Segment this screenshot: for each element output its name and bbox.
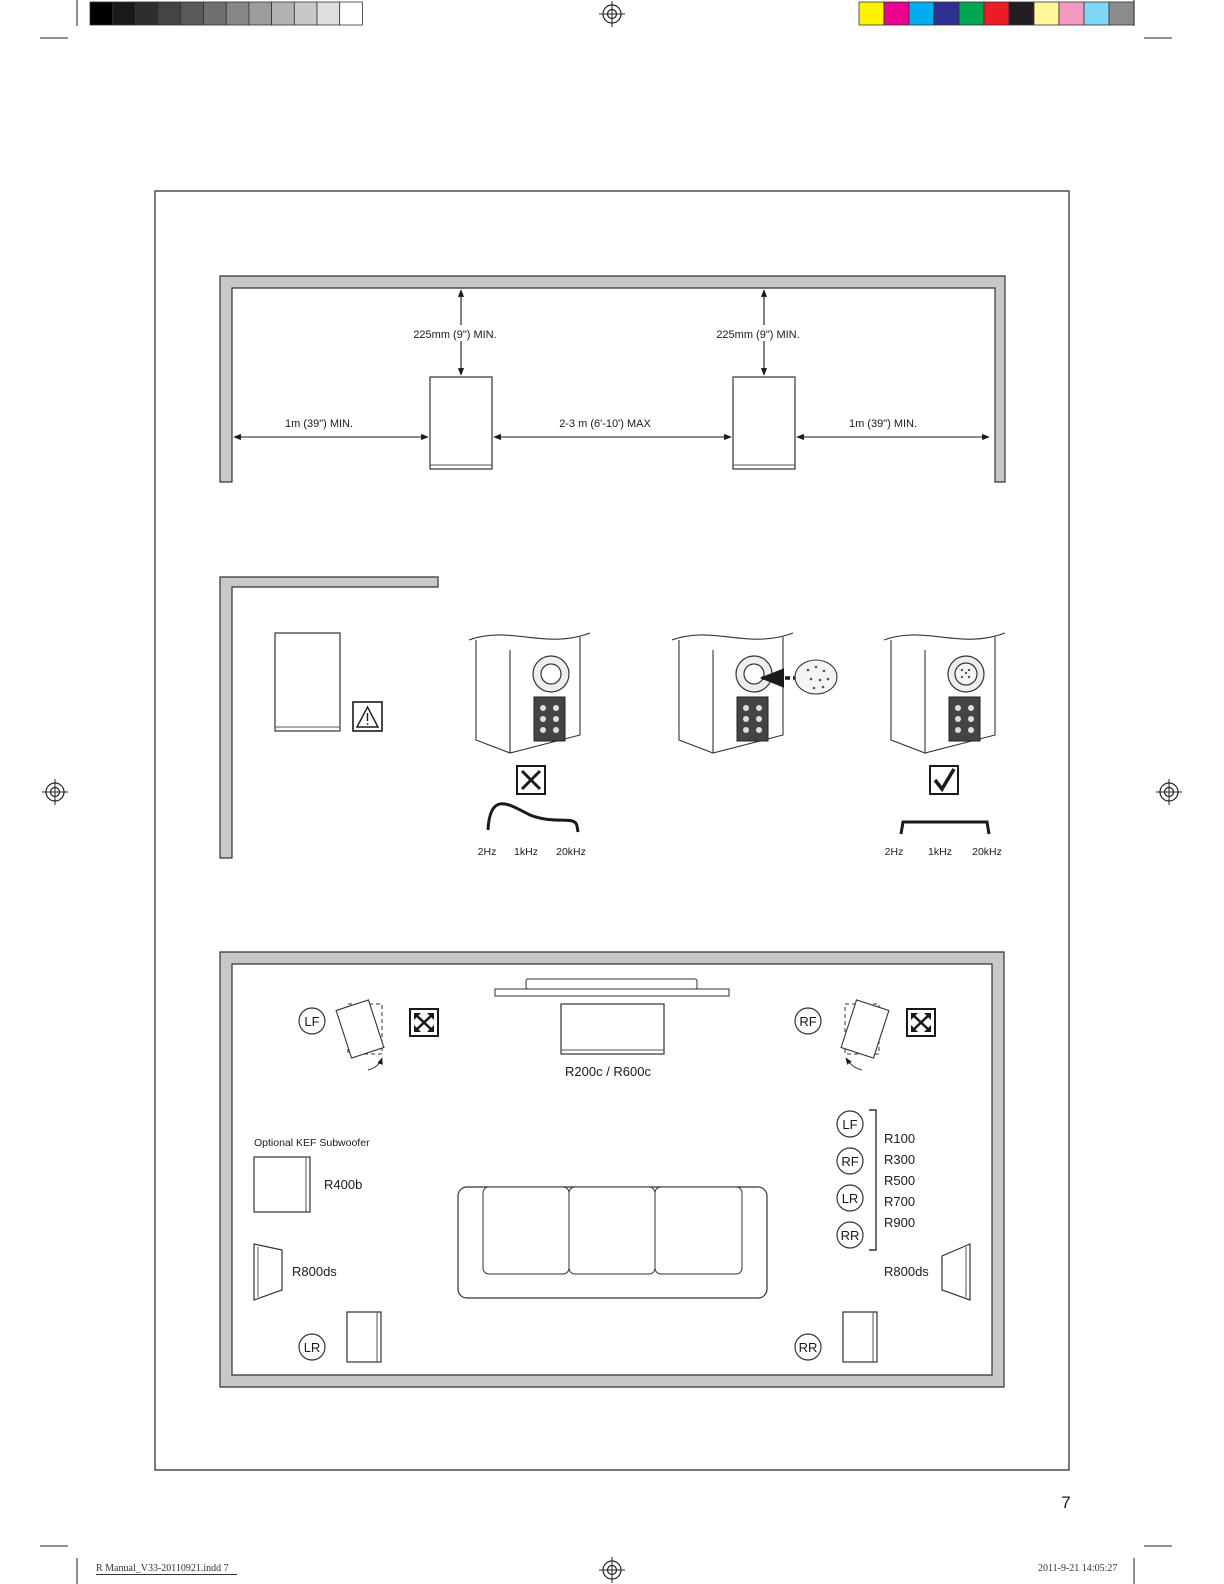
freq-right-high: 20kHz — [972, 846, 1002, 858]
subwoofer-box — [254, 1157, 310, 1212]
expand-icon — [907, 1009, 935, 1036]
color-calibration-bar — [859, 2, 1134, 25]
color-swatch — [1059, 2, 1084, 25]
lr-label: LR — [304, 1340, 321, 1355]
centre-model-label: R200c / R600c — [565, 1064, 651, 1079]
foam-bung-icon — [795, 660, 837, 694]
model-r900: R900 — [884, 1215, 915, 1230]
left-gap-label: 1m (39") MIN. — [285, 418, 353, 430]
freq-right-mid: 1kHz — [928, 846, 952, 858]
color-swatch — [90, 2, 113, 25]
subwoofer-caption: Optional KEF Subwoofer — [254, 1137, 370, 1149]
centre-speaker — [561, 1004, 664, 1054]
color-swatch — [934, 2, 959, 25]
freq-left-mid: 1kHz — [514, 846, 538, 858]
color-swatch — [135, 2, 158, 25]
left-speaker-topview — [430, 377, 492, 469]
wall-outline — [220, 276, 1005, 482]
freq-right-low: 2Hz — [885, 846, 904, 858]
key-lr-label: LR — [842, 1191, 859, 1206]
rr-label: RR — [799, 1340, 818, 1355]
center-gap-label: 2-3 m (6'-10') MAX — [559, 418, 651, 430]
home-theatre-layout-diagram: R200c / R600c LF RF — [220, 952, 1004, 1387]
speaker-back-bung-fitted — [884, 633, 1005, 753]
page-number: 7 — [1061, 1493, 1070, 1512]
flat-response-curve — [901, 822, 989, 834]
right-dipole-label: R800ds — [884, 1264, 929, 1279]
rr-speaker — [843, 1312, 877, 1362]
corner-speaker-topview — [275, 633, 340, 731]
color-swatch — [984, 2, 1009, 25]
left-dipole-label: R800ds — [292, 1264, 337, 1279]
color-swatch — [272, 2, 295, 25]
color-swatch — [181, 2, 204, 25]
tv-screen — [495, 989, 729, 996]
lf-toe-in-arrow — [368, 1058, 382, 1070]
key-rf-label: RF — [841, 1154, 858, 1169]
sofa — [458, 1187, 767, 1298]
model-r700: R700 — [884, 1194, 915, 1209]
lf-speaker-toed-in — [336, 1000, 384, 1058]
gray-calibration-bar — [90, 2, 362, 25]
print-marks — [40, 0, 1182, 1584]
color-swatch — [317, 2, 340, 25]
color-swatch — [859, 2, 884, 25]
top-left-gap-label: 225mm (9") MIN. — [413, 329, 496, 341]
placement-distances-diagram: 225mm (9") MIN. 225mm (9") MIN. 1m (39")… — [220, 276, 1005, 482]
color-swatch — [113, 2, 136, 25]
right-gap-label: 1m (39") MIN. — [849, 418, 917, 430]
port-bung-diagram: 2Hz 1kHz 20kHz — [220, 577, 1005, 858]
footer-timestamp: 2011-9-21 14:05:27 — [1038, 1563, 1117, 1574]
lf-label: LF — [304, 1014, 319, 1029]
color-swatch — [1034, 2, 1059, 25]
color-swatch — [884, 2, 909, 25]
key-bracket — [869, 1110, 876, 1250]
color-swatch — [1009, 2, 1034, 25]
freq-left-low: 2Hz — [478, 846, 497, 858]
registration-mark-icon — [599, 1557, 625, 1583]
color-swatch — [909, 2, 934, 25]
model-r100: R100 — [884, 1131, 915, 1146]
boomy-response-curve — [488, 804, 578, 832]
color-swatch — [226, 2, 249, 25]
subwoofer-model-label: R400b — [324, 1177, 362, 1192]
color-swatch — [1084, 2, 1109, 25]
speaker-back-open-port — [469, 633, 590, 753]
tv-stand — [526, 979, 697, 989]
expand-icon — [410, 1009, 438, 1036]
rf-label: RF — [799, 1014, 816, 1029]
rf-toe-in-arrow — [846, 1058, 862, 1070]
color-swatch — [340, 2, 363, 25]
warning-icon — [353, 702, 382, 731]
model-r300: R300 — [884, 1152, 915, 1167]
key-lf-label: LF — [842, 1117, 857, 1132]
color-swatch — [959, 2, 984, 25]
color-swatch — [158, 2, 181, 25]
top-right-gap-label: 225mm (9") MIN. — [716, 329, 799, 341]
model-r500: R500 — [884, 1173, 915, 1188]
footer-file-slug: R Manual_V33-20110921.indd 7 — [96, 1563, 237, 1575]
lr-speaker — [347, 1312, 381, 1362]
right-speaker-topview — [733, 377, 795, 469]
registration-mark-icon — [1156, 779, 1182, 805]
color-swatch — [204, 2, 227, 25]
cross-icon — [517, 766, 545, 794]
check-icon — [930, 766, 958, 794]
rf-speaker-toed-in — [841, 1000, 889, 1058]
speaker-back-inserting-bung — [672, 633, 837, 753]
color-swatch — [249, 2, 272, 25]
color-swatch — [294, 2, 317, 25]
registration-mark-icon — [599, 1, 625, 27]
key-rr-label: RR — [841, 1228, 860, 1243]
registration-mark-icon — [42, 779, 68, 805]
freq-left-high: 20kHz — [556, 846, 586, 858]
color-swatch — [1109, 2, 1134, 25]
